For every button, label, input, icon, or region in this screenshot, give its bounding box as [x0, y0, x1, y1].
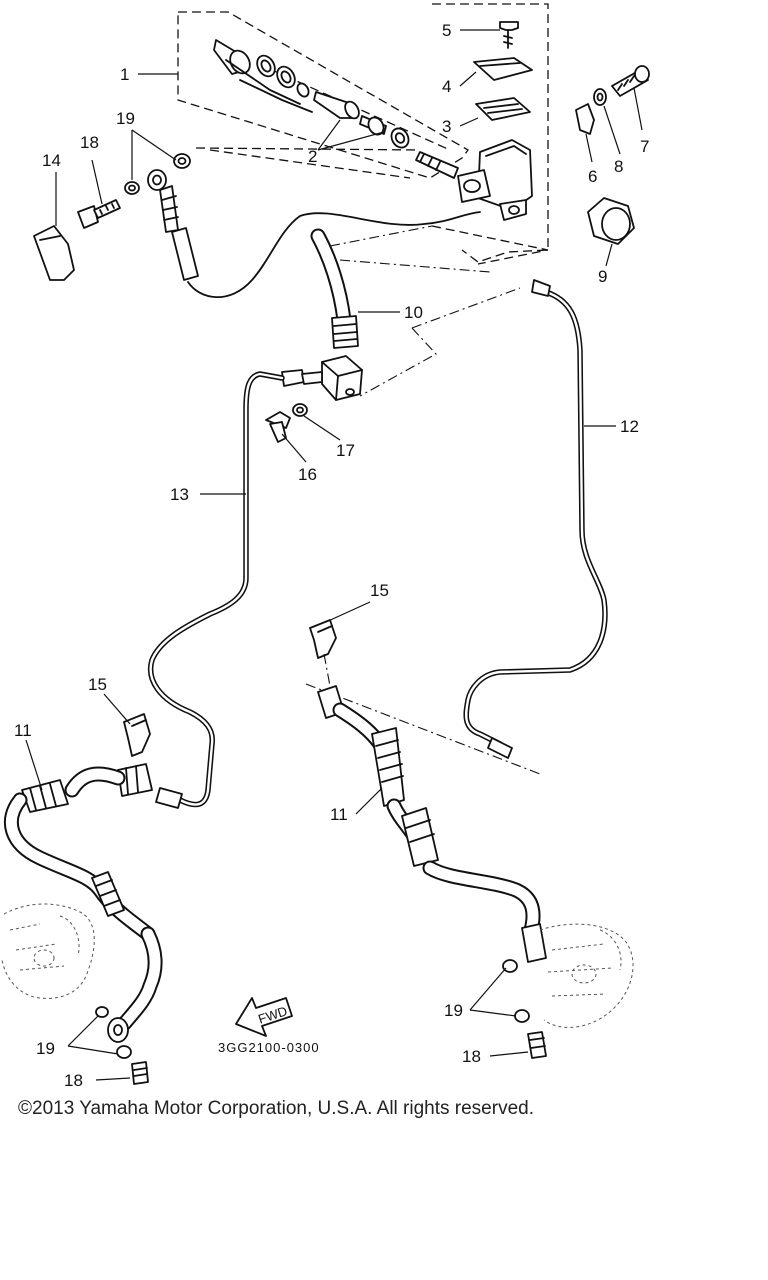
callout-16: 16 — [298, 465, 317, 484]
callout-11-left: 11 — [14, 721, 32, 740]
callout-7: 7 — [640, 137, 649, 156]
master-cylinder-piston-kit — [213, 39, 410, 149]
right-brake-caliper-sketch — [502, 923, 634, 1059]
callout-19-right: 19 — [444, 1001, 463, 1020]
brake-pipe-12 — [463, 279, 608, 759]
brake-system-exploded-diagram: FWD 3GG2100-0300 1 2 3 4 5 6 — [1, 3, 650, 1090]
upper-brake-line — [187, 211, 481, 299]
lever-cover — [587, 197, 635, 245]
left-brake-hose-11 — [3, 713, 163, 1043]
master-cylinder-kit-outline — [177, 3, 549, 263]
callout-1: 1 — [120, 65, 129, 84]
callout-3: 3 — [442, 117, 451, 136]
callout-10: 10 — [404, 303, 423, 322]
callout-leader-lines — [25, 29, 643, 1081]
callout-19-left: 19 — [36, 1039, 55, 1058]
upper-left-banjo-parts — [33, 153, 199, 281]
callout-5: 5 — [442, 21, 451, 40]
callout-9: 9 — [598, 267, 607, 286]
assembly-connection-lines — [195, 147, 549, 397]
callout-4: 4 — [442, 77, 451, 96]
clamp-bolt-set — [575, 65, 650, 135]
reservoir-cap-parts — [473, 21, 533, 121]
brake-pipe-13 — [147, 371, 285, 809]
callout-15-right: 15 — [370, 581, 389, 600]
callout-18-left: 18 — [64, 1071, 83, 1090]
right-brake-hose-11 — [305, 619, 547, 963]
left-brake-caliper-sketch — [1, 903, 149, 1085]
master-cylinder-body — [415, 139, 533, 221]
brake-hose-10 — [310, 228, 359, 349]
callout-14: 14 — [42, 151, 61, 170]
callout-19-top: 19 — [116, 109, 135, 128]
callout-6: 6 — [588, 167, 597, 186]
callout-11-right: 11 — [330, 805, 348, 824]
callout-17: 17 — [336, 441, 355, 460]
callout-18-right: 18 — [462, 1047, 481, 1066]
three-way-junction — [265, 355, 363, 443]
forward-direction-arrow: FWD — [235, 997, 293, 1037]
copyright-notice: ©2013 Yamaha Motor Corporation, U.S.A. A… — [18, 1098, 534, 1119]
callout-13: 13 — [170, 485, 189, 504]
callout-18-top: 18 — [80, 133, 99, 152]
callout-12: 12 — [620, 417, 639, 436]
callout-8: 8 — [614, 157, 623, 176]
callout-2: 2 — [308, 147, 317, 166]
diagram-code: 3GG2100-0300 — [218, 1040, 320, 1055]
callout-numbers: 1 2 3 4 5 6 7 8 9 10 11 11 12 13 14 15 1… — [14, 21, 649, 1090]
callout-15-left: 15 — [88, 675, 107, 694]
